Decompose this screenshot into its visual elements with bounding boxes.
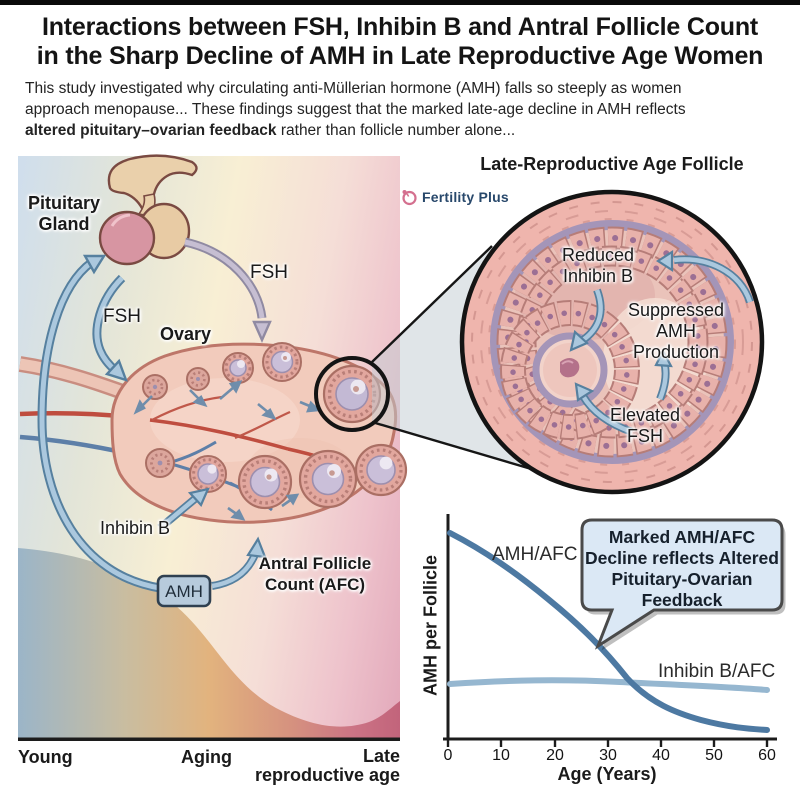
x-tick-10: 10 bbox=[492, 747, 510, 764]
fertility-plus-icon bbox=[402, 190, 417, 206]
pituitary-gland-label: Pituitary Gland bbox=[27, 193, 101, 234]
inhibin-b-label: Inhibin B bbox=[100, 518, 171, 538]
reduced-inhibin-b-label: Reduced Inhibin B bbox=[561, 245, 635, 286]
top-black-strip bbox=[0, 0, 800, 5]
subtitle-line3: altered pituitary–ovarian feedback rathe… bbox=[25, 122, 785, 140]
zoom-wedge bbox=[371, 245, 563, 480]
amh-afc-series-label: AMH/AFC bbox=[492, 544, 578, 565]
subtitle-line1: This study investigated why circulating … bbox=[25, 80, 682, 97]
x-axis-label: Age (Years) bbox=[557, 764, 657, 784]
ovary-label: Ovary bbox=[160, 324, 212, 344]
y-axis-label: AMH per Follicle bbox=[420, 554, 441, 697]
age-axis-aging-label: Aging bbox=[181, 747, 232, 767]
x-tick-30: 30 bbox=[599, 747, 617, 764]
subtitle-line3-rest: rather than follicle number alone... bbox=[276, 122, 516, 139]
x-tick-50: 50 bbox=[705, 747, 723, 764]
left-panel-background bbox=[18, 156, 400, 740]
amh-box-label: AMH bbox=[165, 582, 203, 601]
age-axis-late-label: Late reproductive age bbox=[254, 746, 400, 785]
callout-text: Marked AMH/AFC Decline reflects Altered … bbox=[585, 527, 779, 610]
x-axis-ticks bbox=[446, 739, 769, 747]
x-tick-20: 20 bbox=[546, 747, 564, 764]
x-tick-60: 60 bbox=[758, 747, 776, 764]
page-title-line1: Interactions between FSH, Inhibin B and … bbox=[41, 13, 759, 41]
fertility-plus-logo: Fertility Plus bbox=[400, 188, 509, 206]
age-axis-young-label: Young bbox=[18, 747, 73, 767]
fsh-label-right: FSH bbox=[250, 262, 288, 283]
subtitle-line2: approach menopause... These findings sug… bbox=[25, 101, 686, 118]
elevated-fsh-label: Elevated FSH bbox=[609, 405, 681, 446]
x-tick-40: 40 bbox=[652, 747, 670, 764]
page-title-line2: in the Sharp Decline of AMH in Late Repr… bbox=[36, 42, 764, 70]
fsh-label-left: FSH bbox=[103, 306, 141, 327]
fertility-plus-text: Fertility Plus bbox=[422, 189, 509, 205]
subtitle-bold-phrase: altered pituitary–ovarian feedback bbox=[25, 122, 277, 139]
follicle-panel-title: Late-Reproductive Age Follicle bbox=[480, 154, 744, 174]
x-tick-0: 0 bbox=[443, 747, 453, 764]
suppressed-amh-label: Suppressed AMH Production bbox=[627, 300, 725, 362]
afc-label: Antral Follicle Count (AFC) bbox=[258, 554, 372, 594]
inhibin-b-afc-series-label: Inhibin B/AFC bbox=[658, 661, 776, 682]
